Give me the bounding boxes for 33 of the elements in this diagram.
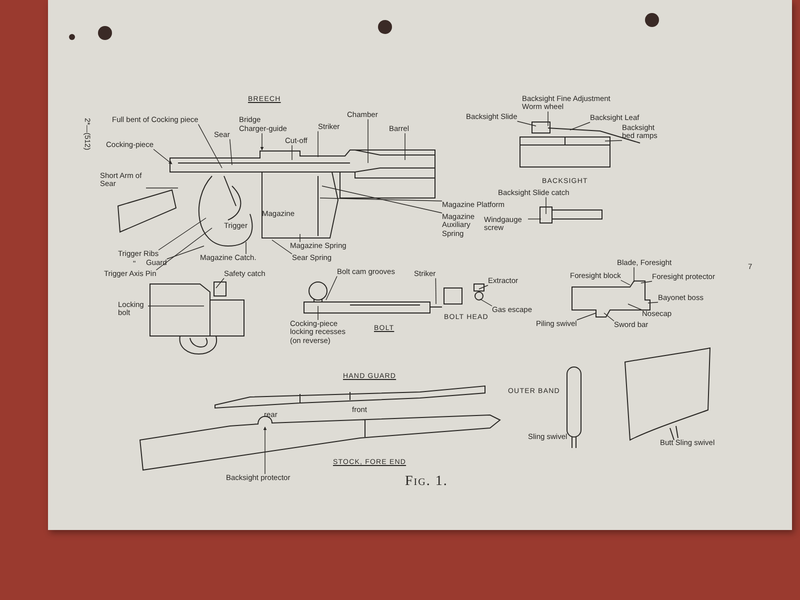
leader-line xyxy=(478,284,488,290)
leader-line xyxy=(320,198,442,202)
leader-line xyxy=(322,186,442,214)
leader-line xyxy=(570,122,590,130)
figure-caption: Fig. 1. xyxy=(405,474,448,490)
leader-line xyxy=(260,132,264,150)
stock-fore-end-drawing xyxy=(139,413,501,471)
bolt-drawing xyxy=(303,281,443,314)
leader-line xyxy=(216,278,224,288)
leader-line xyxy=(156,228,212,270)
leader-line xyxy=(435,278,436,304)
leader-line xyxy=(198,124,222,168)
leader-line xyxy=(576,312,596,320)
backsight-slide-drawing xyxy=(539,206,603,224)
leader-line xyxy=(404,132,406,160)
leader-line xyxy=(528,218,542,220)
breech-drawing xyxy=(116,148,438,248)
leader-line xyxy=(263,426,267,474)
leader-line xyxy=(516,120,536,126)
leader-line xyxy=(620,280,630,286)
leader-line xyxy=(604,312,614,322)
leader-line xyxy=(604,140,622,142)
leader-line xyxy=(326,276,338,300)
leader-line xyxy=(230,138,232,166)
leader-line xyxy=(158,218,206,250)
leader-line xyxy=(166,246,204,260)
leader-line xyxy=(648,302,658,304)
leader-line xyxy=(628,304,642,310)
leader-line xyxy=(153,148,172,164)
leader-line xyxy=(480,298,492,306)
extractor-drawing xyxy=(473,283,485,301)
leader-line xyxy=(272,240,292,254)
leader-line xyxy=(640,280,652,284)
